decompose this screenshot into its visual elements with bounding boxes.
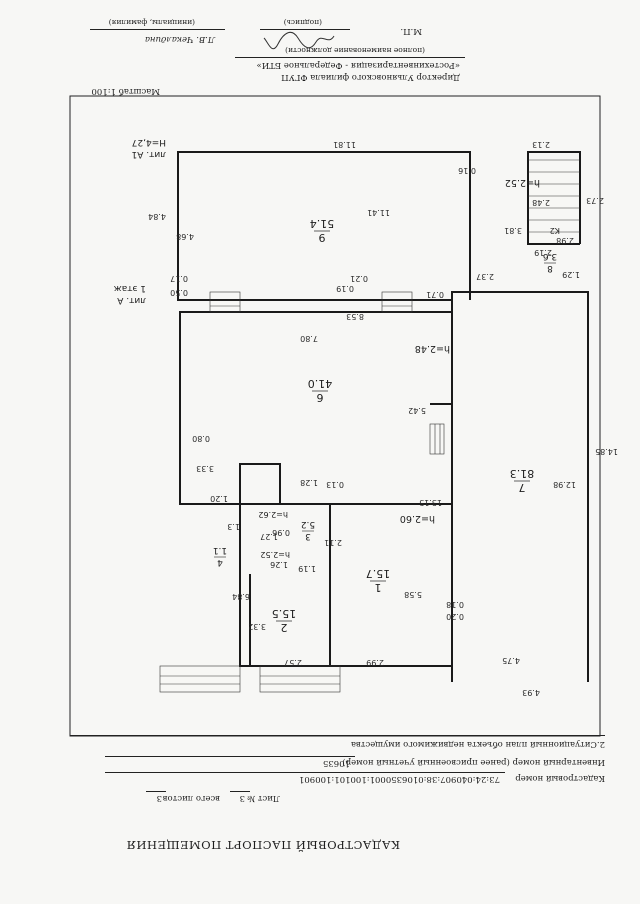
height-room-1: h=2.60: [400, 513, 435, 524]
room-6-area: 41.0: [308, 377, 333, 390]
position-underline: [235, 57, 465, 58]
room-1-area: 15.7: [366, 567, 391, 580]
dim-4-68: 4.68: [176, 232, 194, 241]
dim-2-13: 2.13: [532, 140, 550, 149]
dim-k2: K2: [550, 226, 560, 235]
dim-1-28: 1.28: [300, 478, 318, 487]
height-wc: h=2.62: [258, 510, 288, 519]
floor-label: 1 этаж: [114, 283, 146, 293]
hatching: [159, 159, 580, 693]
room-6-no: 6: [317, 391, 324, 404]
dim-1-20: 1.20: [210, 494, 228, 503]
room-7: 7 81.3: [510, 467, 535, 494]
room-2: 2 15.5: [272, 607, 297, 634]
room-9-area: 51.4: [310, 217, 335, 230]
dim-2-57: 2.57: [284, 658, 302, 667]
dim-2-98: 2.98: [556, 236, 574, 245]
building-walls: [177, 151, 589, 682]
dim-2-19: 2.19: [534, 248, 552, 257]
room-1-no: 1: [375, 581, 382, 594]
dim-0-13: 0.13: [326, 480, 344, 489]
dim-5-58: 5.58: [404, 590, 422, 599]
dim-4-75: 4.75: [502, 656, 520, 665]
room-7-area: 81.3: [510, 467, 535, 480]
dim-7-80: 7.80: [300, 334, 318, 343]
dim-1-3: 1.3: [227, 522, 240, 531]
lit-a1: лит. А1: [132, 149, 166, 159]
height-room-6: h=2.48: [415, 343, 450, 354]
plan-frame: [69, 95, 601, 737]
dim-0-17: 0.17: [170, 274, 188, 283]
dim-4-93: 4.93: [522, 688, 540, 697]
signature-caption: (подпись): [283, 18, 322, 27]
director-line-2: «Ростехинвентаризация - Федеральное БТИ»: [256, 60, 460, 70]
height-labels: h=2.52 h=2.48 h=2.60 h=2.62 h=2.52: [258, 177, 540, 559]
room-2-area: 15.5: [272, 607, 297, 620]
room-3: 3 5.2: [301, 519, 315, 541]
room-8-area: 3.6: [543, 251, 558, 261]
handwritten-name: Л.В. Чекалдина: [144, 34, 215, 44]
signature-underline: [260, 29, 350, 30]
room-9-no: 9: [319, 231, 326, 244]
signature-scribble: [263, 31, 335, 50]
dim-0-71: 0.71: [426, 290, 444, 299]
dim-8-53: 8.53: [346, 312, 364, 321]
dim-3-81: 3.81: [504, 226, 522, 235]
seal-mark: М.П.: [400, 26, 422, 36]
dim-5-42: 5.42: [408, 406, 426, 415]
dim-4-84: 4.84: [148, 212, 166, 221]
room-4-area: 1.1: [213, 545, 227, 555]
dim-3-32: 3.32: [248, 622, 266, 631]
room-8-no: 8: [547, 263, 553, 273]
scale-label: Масштаб 1:100: [91, 86, 160, 96]
dim-2-11: 2.11: [324, 538, 342, 547]
room-3-no: 3: [305, 531, 311, 541]
height-room-9: h=2.52: [505, 177, 540, 188]
dim-2-48: 2.48: [532, 198, 550, 207]
dim-0-96: 0.96: [272, 528, 290, 537]
dim-11-41: 11.41: [367, 208, 390, 217]
room-4-no: 4: [217, 557, 223, 567]
room-7-no: 7: [519, 481, 526, 494]
dim-0-20: 0.20: [446, 612, 464, 621]
dim-11-81: 11.81: [333, 140, 356, 149]
dim-1-29: 1.29: [562, 270, 580, 279]
dim-2-73: 2.73: [586, 196, 604, 205]
dim-0-19: 0.19: [336, 284, 354, 293]
dim-12-98: 12.98: [553, 480, 576, 489]
plan-markers: лит. А1 Н=4,27 лит. А 1 этаж: [114, 137, 166, 305]
height-a1: Н=4,27: [132, 137, 166, 147]
name-underline: [90, 29, 225, 30]
name-caption: (инициалы, фамилия): [108, 18, 195, 27]
height-wc2: h=2.52: [260, 550, 290, 559]
room-1: 1 15.7: [366, 567, 391, 594]
director-line-1: Директор Ульяновского филиала ФГУП: [281, 72, 460, 82]
dim-1-19: 1.19: [298, 564, 316, 573]
room-labels: 9 51.4 6 41.0 7 81.3 1 15.7 2: [213, 217, 557, 634]
dimension-labels: 11.81 4.84 4.68 7.80 8.53 5.42 0.80 12.9…: [148, 140, 618, 697]
room-4: 4 1.1: [213, 545, 227, 567]
dim-0-50: 0.50: [170, 288, 188, 297]
dim-0-80: 0.80: [192, 434, 210, 443]
dim-0-18: 0.18: [446, 600, 464, 609]
dim-13-15: 13.15: [419, 498, 442, 507]
dim-2-37: 2.37: [476, 272, 494, 281]
room-6: 6 41.0: [308, 377, 333, 404]
lit-a: лит. А: [116, 295, 146, 305]
room-9: 9 51.4: [310, 217, 335, 244]
dim-1-26: 1.26: [270, 560, 288, 569]
room-2-no: 2: [281, 621, 288, 634]
dim-6-84: 6.84: [232, 592, 250, 601]
room-3-area: 5.2: [301, 519, 315, 529]
dim-1-27: 1.27: [260, 532, 278, 541]
dim-2-99: 2.99: [366, 658, 384, 667]
dim-0-16: 0.16: [458, 166, 476, 175]
dim-3-33: 3.33: [196, 464, 214, 473]
room-8: 8 3.6: [543, 251, 558, 273]
dim-0-21: 0.21: [350, 274, 368, 283]
dim-14-85: 14.85: [595, 447, 618, 456]
